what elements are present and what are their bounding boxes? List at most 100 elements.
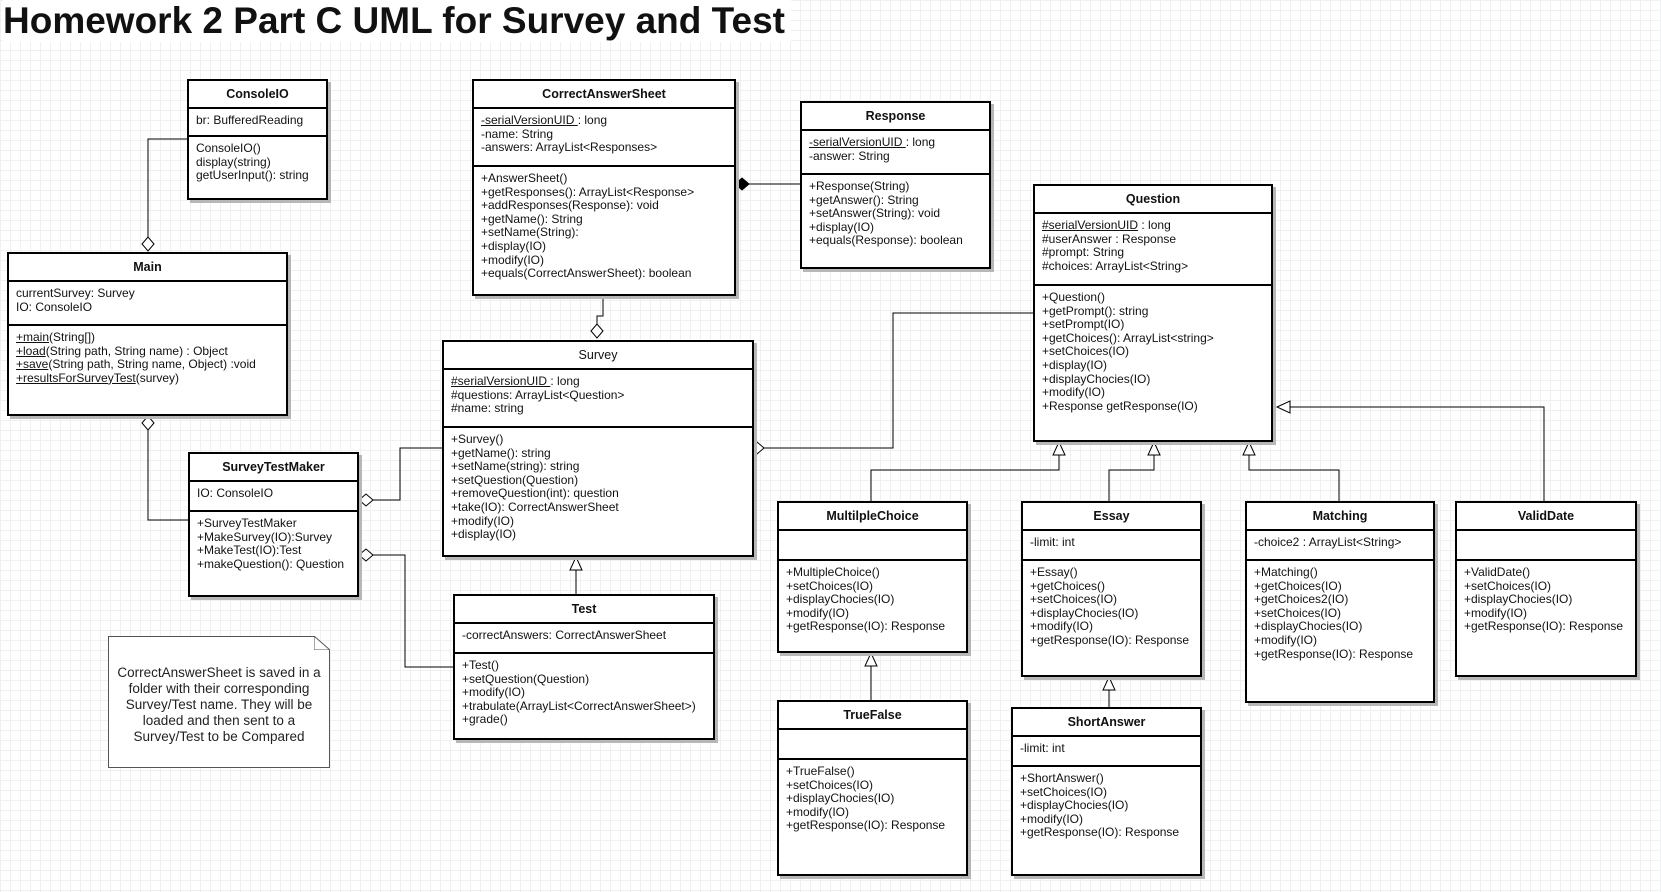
class-survey[interactable]: Survey #serialVersionUID : long #questio… [442, 340, 754, 557]
attributes-section: -limit: int [1023, 531, 1200, 561]
attributes-section [779, 531, 966, 561]
inheritance-arrow-essay-question [1147, 440, 1161, 456]
method: +getResponse(IO): Response [1464, 619, 1624, 634]
method: +setQuestion(Question) [462, 671, 590, 686]
method: +ValidDate() [1464, 565, 1531, 579]
connector-consoleio-main [147, 138, 187, 237]
page-title: Homework 2 Part C UML for Survey and Tes… [3, 0, 791, 42]
method: +displayChocies(IO) [1254, 619, 1363, 634]
attributes-section: br: BufferedReading [189, 109, 326, 137]
method: display(string) [196, 154, 271, 169]
method: +getName(): String [481, 211, 583, 226]
composition-diamond-cas-response [734, 177, 750, 191]
class-name: Survey [444, 342, 752, 370]
class-multiplechoice[interactable]: MultilpleChoice +MultipleChoice() +setCh… [777, 501, 968, 653]
class-main[interactable]: Main currentSurvey: Survey IO: ConsoleIO… [7, 252, 288, 416]
attribute: currentSurvey: Survey [16, 286, 135, 300]
method: +main(String[]) [16, 330, 96, 344]
inheritance-arrow-matching-question [1242, 440, 1256, 456]
method: +displayChocies(IO) [786, 791, 895, 806]
class-question[interactable]: Question #serialVersionUID : long #userA… [1033, 184, 1273, 442]
method: +setAnswer(String): void [809, 206, 941, 221]
method: +displayChocies(IO) [1020, 798, 1129, 813]
method: +ShortAnswer() [1020, 771, 1104, 785]
method: +SurveyTestMaker [197, 516, 297, 530]
method: +modify(IO) [451, 513, 515, 528]
attributes-section: -choice2 : ArrayList<String> [1247, 531, 1433, 561]
note-folded-corner-icon [314, 636, 330, 650]
class-shortanswer[interactable]: ShortAnswer -limit: int +ShortAnswer() +… [1011, 707, 1202, 876]
aggregation-diamond-survey-cas [590, 323, 604, 339]
methods-section: +Matching() +getChoices(IO) +getChoices2… [1247, 561, 1433, 665]
class-name: Matching [1247, 503, 1433, 531]
methods-section: +AnswerSheet() +getResponses(): ArrayLis… [474, 167, 734, 285]
connector-essay-question [1108, 455, 1155, 501]
method: +getChoices(): ArrayList<string> [1042, 330, 1214, 345]
connector-cas-survey [596, 296, 604, 324]
method: +getChoices2(IO) [1254, 592, 1349, 607]
method: +Response getResponse(IO) [1042, 398, 1198, 413]
attributes-section: -serialVersionUID : long -name: String -… [474, 109, 734, 167]
attribute: -serialVersionUID : long [481, 113, 608, 127]
method: +Question() [1042, 290, 1106, 304]
method: +getResponse(IO): Response [1254, 646, 1414, 661]
method: +setChoices(IO) [1020, 784, 1108, 799]
attribute: #prompt: String [1042, 245, 1125, 260]
class-test[interactable]: Test -correctAnswers: CorrectAnswerSheet… [453, 594, 715, 740]
methods-section: +Essay() +getChoices() +setChoices(IO) +… [1023, 561, 1200, 652]
method: +getPrompt(): string [1042, 303, 1149, 318]
method: +displayChocies(IO) [1042, 371, 1151, 386]
method: +setChoices(IO) [1030, 592, 1118, 607]
method: +modify(IO) [1254, 632, 1318, 647]
methods-section: +Response(String) +getAnswer(): String +… [802, 175, 989, 252]
method: +load(String path, String name) : Object [16, 343, 228, 358]
attribute: -correctAnswers: CorrectAnswerSheet [462, 628, 667, 642]
class-surveytestmaker[interactable]: SurveyTestMaker IO: ConsoleIO +SurveyTes… [188, 452, 359, 597]
connector-main-surveytestmaker [147, 430, 188, 521]
method: +getResponses(): ArrayList<Response> [481, 184, 695, 199]
methods-section: +Survey() +getName(): string +setName(st… [444, 428, 752, 546]
connector-validdate-question [1290, 406, 1545, 501]
method: +display(IO) [1042, 357, 1108, 372]
methods-section: +ShortAnswer() +setChoices(IO) +displayC… [1013, 767, 1200, 844]
class-consoleio[interactable]: ConsoleIO br: BufferedReading ConsoleIO(… [187, 79, 328, 200]
class-name: TrueFalse [779, 702, 966, 730]
method: +addResponses(Response): void [481, 198, 659, 213]
attribute: br: BufferedReading [196, 113, 304, 127]
class-validdate[interactable]: ValidDate +ValidDate() +setChoices(IO) +… [1455, 501, 1637, 677]
attributes-section: IO: ConsoleIO [190, 482, 357, 512]
method: +trabulate(ArrayList<CorrectAnswerSheet>… [462, 698, 696, 713]
aggregation-diamond-main-consoleio [141, 236, 155, 252]
method: +getName(): string [451, 445, 551, 460]
method: +getChoices() [1030, 578, 1106, 593]
attributes-section: -limit: int [1013, 737, 1200, 767]
method: +take(IO): CorrectAnswerSheet [451, 499, 619, 514]
class-essay[interactable]: Essay -limit: int +Essay() +getChoices()… [1021, 501, 1202, 677]
class-response[interactable]: Response -serialVersionUID : long -answe… [800, 101, 991, 269]
attribute: #choices: ArrayList<String> [1042, 258, 1189, 273]
attributes-section: -serialVersionUID : long -answer: String [802, 131, 989, 175]
attribute: #userAnswer : Response [1042, 231, 1177, 246]
methods-section: +ValidDate() +setChoices(IO) +displayCho… [1457, 561, 1635, 638]
method: +save(String path, String name, Object) … [16, 357, 256, 372]
method: +grade() [462, 712, 508, 727]
class-name: Response [802, 103, 989, 131]
method: +equals(Response): boolean [809, 233, 963, 248]
connector-matching-question [1248, 455, 1340, 501]
attributes-section: currentSurvey: Survey IO: ConsoleIO [9, 282, 286, 326]
note-correctanswersheet[interactable]: CorrectAnswerSheet is saved in a folder … [108, 636, 330, 768]
attribute: -limit: int [1030, 535, 1075, 549]
methods-section: +TrueFalse() +setChoices(IO) +displayCho… [779, 760, 966, 837]
class-matching[interactable]: Matching -choice2 : ArrayList<String> +M… [1245, 501, 1435, 703]
class-truefalse[interactable]: TrueFalse +TrueFalse() +setChoices(IO) +… [777, 700, 968, 876]
class-correctanswersheet[interactable]: CorrectAnswerSheet -serialVersionUID : l… [472, 79, 736, 296]
method: +setChoices(IO) [786, 777, 874, 792]
methods-section: +Test() +setQuestion(Question) +modify(I… [455, 654, 713, 731]
class-name: Test [455, 596, 713, 624]
method: +modify(IO) [1030, 619, 1094, 634]
class-name: Essay [1023, 503, 1200, 531]
method: +MultipleChoice() [786, 565, 880, 579]
method: +getResponse(IO): Response [1030, 632, 1190, 647]
attribute: #serialVersionUID : long [451, 374, 580, 388]
